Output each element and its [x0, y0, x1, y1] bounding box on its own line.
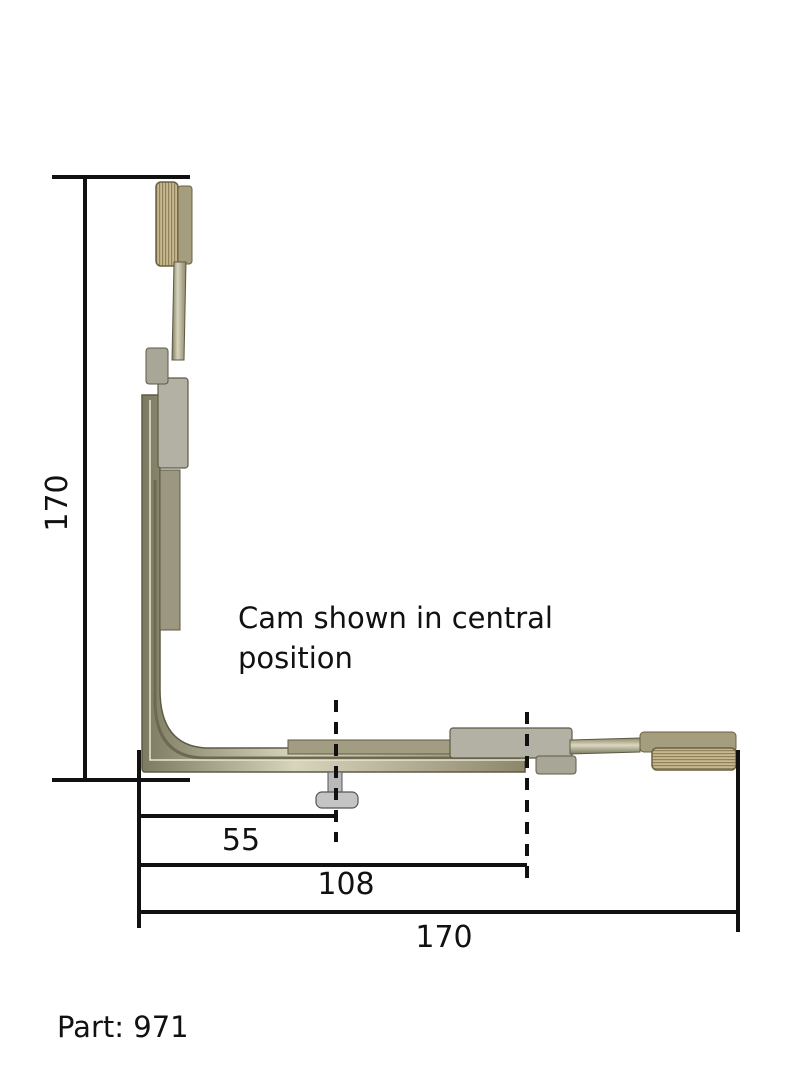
horizontal-slider — [449, 727, 573, 759]
part-number-label: Part: 971 — [57, 1010, 189, 1044]
vertical-arm — [145, 181, 193, 631]
horizontal-knurl-pad — [651, 747, 737, 771]
cam-position-note: Cam shown in central position — [238, 598, 553, 678]
horizontal-arm — [287, 727, 737, 775]
cam-position-note-line2: position — [238, 641, 353, 675]
vertical-rod — [171, 261, 187, 361]
bracket-inner-strip — [153, 480, 520, 760]
bracket-highlight — [149, 400, 525, 761]
vertical-dim-label: 170 — [40, 474, 75, 531]
vertical-slider — [157, 377, 189, 469]
dimension-lines — [52, 175, 740, 932]
cam-position-note-line1: Cam shown in central — [238, 601, 553, 635]
dim-55-label: 55 — [222, 823, 260, 858]
horizontal-rod — [569, 737, 641, 755]
vertical-slider-clip — [145, 347, 169, 385]
bracket-outer-profile — [141, 394, 526, 773]
vertical-guide — [159, 469, 181, 631]
horizontal-slider-clip — [535, 755, 577, 775]
vertical-knurl-pad — [155, 181, 179, 267]
dim-108-label: 108 — [317, 867, 374, 902]
corner-bracket — [141, 394, 526, 773]
dim-170-horizontal-label: 170 — [415, 920, 472, 955]
vertical-pad-back — [177, 185, 193, 265]
